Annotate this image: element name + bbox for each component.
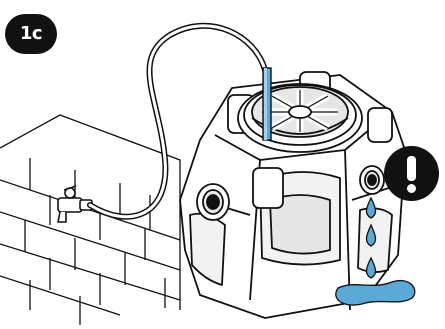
water-stream [263,68,271,140]
brick-wall [0,115,180,325]
tank-opening [238,84,362,152]
water-drop-icon [366,198,375,278]
faucet-icon [58,186,92,222]
warning-icon [384,146,439,201]
